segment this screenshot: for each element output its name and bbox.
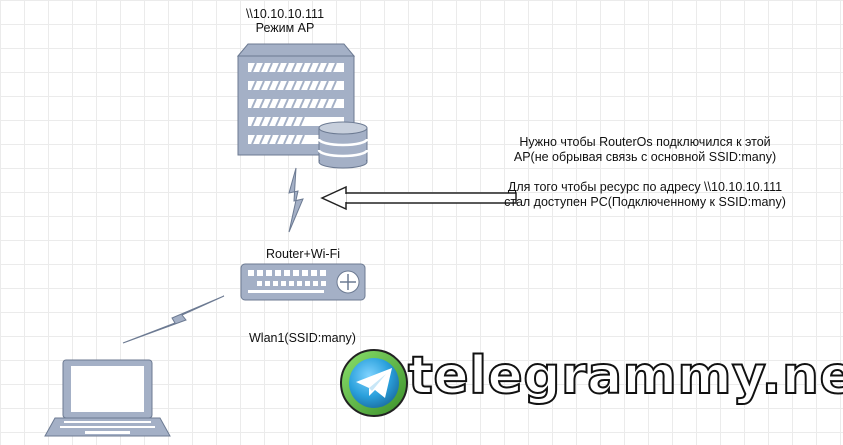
note-line-1: Нужно чтобы RouterOs подключился к этой	[519, 135, 771, 149]
watermark-text: telegrammy.net	[407, 345, 843, 407]
annotation-note: Нужно чтобы RouterOs подключился к этой …	[480, 135, 810, 210]
laptop-icon[interactable]	[44, 359, 171, 437]
note-line-3: Для того чтобы ресурс по адресу \\10.10.…	[507, 180, 783, 194]
server-mode-label: Режим AP	[255, 21, 315, 35]
router-label: Router+Wi-Fi	[266, 247, 340, 261]
note-line-2: AP(не обрывая связь с основной SSID:many…	[513, 150, 777, 164]
pointer-arrow	[320, 185, 517, 211]
telegram-logo-icon	[340, 349, 408, 417]
server-address-label: \\10.10.10.111	[245, 7, 325, 21]
wireless-bolt-icon	[122, 295, 225, 344]
wlan-label: Wlan1(SSID:many)	[249, 331, 356, 345]
router-icon[interactable]	[240, 263, 366, 301]
wireless-bolt-icon	[288, 167, 304, 233]
note-line-4: стал доступен PC(Подключенному к SSID:ma…	[504, 195, 786, 209]
database-icon[interactable]	[317, 121, 369, 169]
